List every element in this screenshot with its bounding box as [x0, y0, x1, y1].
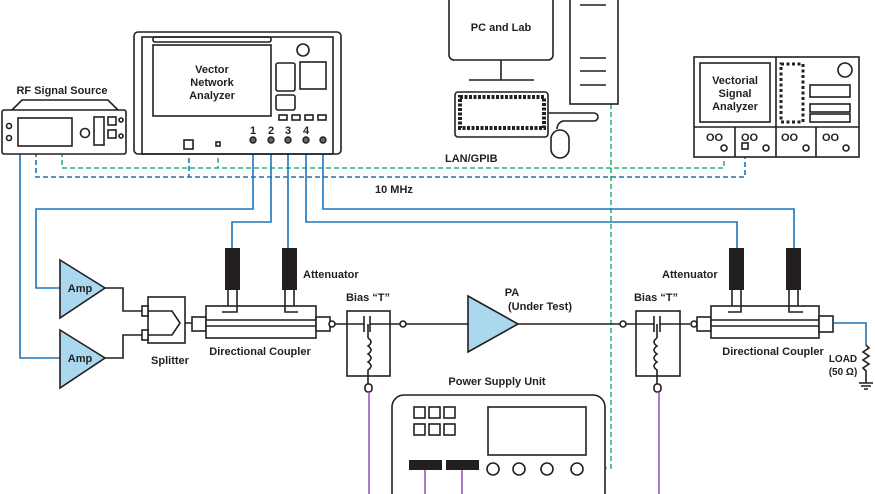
ref-10mhz-label: 10 MHz	[375, 184, 413, 196]
load-value: (50 Ω)	[829, 367, 858, 378]
pa-label: PA	[505, 287, 520, 299]
vsa-channel-4: OO	[822, 132, 840, 144]
amplifier-1: Amp	[59, 258, 107, 320]
vna-port-labels: 1 2 3 4	[250, 125, 310, 137]
attenuator-output-label: Attenuator	[662, 269, 718, 281]
vsa-channel-1: OO	[706, 132, 724, 144]
vna-label-line2: Network	[190, 77, 234, 89]
coupler-output-label: Directional Coupler	[722, 346, 824, 358]
vna-label-line1: Vector	[195, 64, 229, 76]
bias-tee-input: Bias “T”	[335, 292, 407, 393]
vsa-channel-2: OO	[741, 132, 759, 144]
port-2-label: 2	[268, 125, 274, 137]
vector-network-analyzer: Vector Network Analyzer 1 2 3 4	[133, 31, 342, 155]
port-1-label: 1	[250, 125, 256, 137]
vectorial-signal-analyzer: Vectorial Signal Analyzer OO OO OO OO	[693, 56, 860, 158]
psu-label: Power Supply Unit	[448, 376, 546, 388]
vsa-label-line3: Analyzer	[712, 101, 759, 113]
port-3-label: 3	[285, 125, 291, 137]
pc-and-lab: PC and Lab	[448, 0, 619, 159]
load-label: LOAD	[829, 354, 857, 365]
splitter: Splitter	[141, 296, 192, 367]
directional-coupler-input: Directional Coupler Attenuator	[191, 248, 359, 358]
vsa-channel-3: OO	[781, 132, 799, 144]
dc-bias-cables	[368, 392, 660, 494]
amp-2-label: Amp	[68, 353, 93, 365]
attenuator-input-label: Attenuator	[303, 269, 359, 281]
vsa-label-line1: Vectorial	[712, 75, 758, 87]
attenuator-3	[729, 248, 744, 290]
power-supply-unit: Power Supply Unit	[391, 376, 606, 494]
attenuator-4	[786, 248, 801, 290]
vna-label-line3: Analyzer	[189, 90, 236, 102]
coupler-input-label: Directional Coupler	[209, 346, 311, 358]
amplifier-2: Amp	[59, 328, 107, 390]
load-50-ohm: LOAD (50 Ω)	[829, 344, 873, 390]
rf-signal-source: RF Signal Source	[1, 85, 127, 155]
port-4-label: 4	[303, 125, 310, 137]
directional-coupler-output: Directional Coupler Attenuator	[662, 248, 834, 358]
splitter-label: Splitter	[151, 355, 190, 367]
bias-t-input-label: Bias “T”	[346, 292, 390, 304]
rf-source-label: RF Signal Source	[16, 85, 107, 97]
lan-gpib-label: LAN/GPIB	[445, 153, 498, 165]
pa-sublabel: (Under Test)	[508, 301, 572, 313]
attenuator-1	[225, 248, 240, 290]
bias-tee-output: Bias “T”	[619, 292, 690, 393]
attenuator-2	[282, 248, 297, 290]
power-amplifier-dut: PA (Under Test)	[467, 287, 572, 354]
pc-label: PC and Lab	[471, 22, 532, 34]
vsa-label-line2: Signal	[718, 88, 751, 100]
amp-1-label: Amp	[68, 283, 93, 295]
rf-cables	[19, 142, 867, 359]
bias-t-output-label: Bias “T”	[634, 292, 678, 304]
